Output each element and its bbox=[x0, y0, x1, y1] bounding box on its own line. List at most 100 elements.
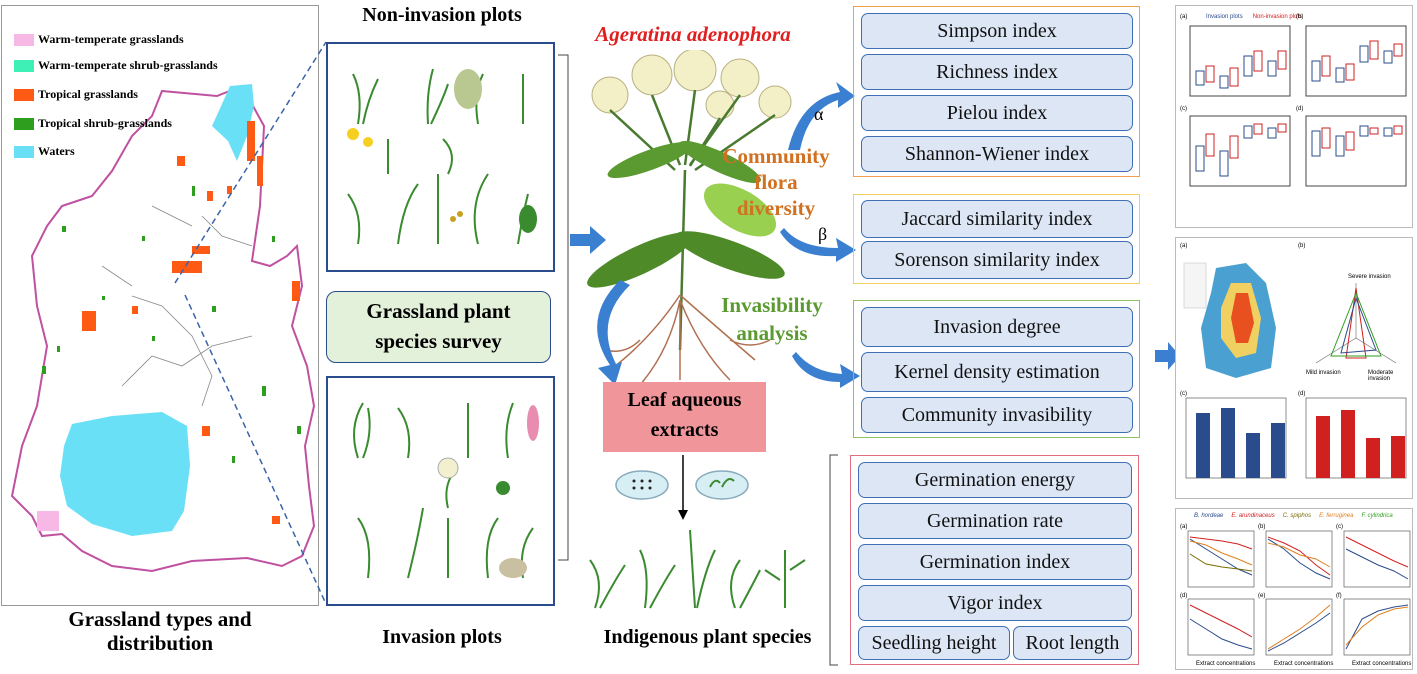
panel-label: (a) bbox=[1180, 524, 1188, 530]
legend-item: Tropical grasslands bbox=[14, 87, 138, 102]
map-panel: Warm-temperate grasslands Warm-temperate… bbox=[1, 5, 319, 606]
legend-swatch bbox=[14, 145, 34, 158]
index-label: Sorenson similarity index bbox=[894, 248, 1100, 271]
kernel-density-box: Kernel density estimation bbox=[861, 352, 1133, 392]
alpha-group bbox=[853, 6, 1140, 177]
panel-label: (b) bbox=[1258, 524, 1266, 530]
richness-index-box: Richness index bbox=[861, 54, 1133, 90]
index-label: Germination energy bbox=[914, 468, 1076, 491]
boxplot-figure: Invasion plots Non-invasion plots (a) (b… bbox=[1175, 5, 1413, 228]
non-invasion-title: Non-invasion plots bbox=[362, 4, 522, 26]
index-label: Vigor index bbox=[947, 591, 1043, 614]
legend-item: Warm-temperate shrub-grasslands bbox=[14, 58, 218, 73]
panel-label: (d) bbox=[1180, 593, 1188, 599]
water-north bbox=[212, 84, 254, 161]
petri-dish-icons bbox=[615, 470, 749, 500]
survey-label-line: Grassland plant bbox=[366, 299, 511, 323]
sorenson-index-box: Sorenson similarity index bbox=[861, 241, 1133, 279]
arrow-right-icon bbox=[570, 226, 606, 254]
germination-rate-box: Germination rate bbox=[858, 503, 1132, 539]
legend-label: Tropical grasslands bbox=[38, 87, 138, 101]
flora-label-line: Community bbox=[722, 144, 830, 168]
invas-label-line: analysis bbox=[736, 321, 808, 345]
radar-axis-label: Moderate invasion bbox=[1368, 370, 1394, 382]
index-label: Community invasibility bbox=[901, 403, 1093, 426]
index-label: Kernel density estimation bbox=[894, 360, 1100, 383]
panel-label: (c) bbox=[1180, 391, 1187, 397]
survey-box bbox=[326, 291, 551, 363]
non-invasion-plot-box bbox=[326, 42, 555, 272]
index-label: Simpson index bbox=[937, 19, 1057, 42]
legend-label: Waters bbox=[38, 144, 75, 158]
panel-label: (f) bbox=[1336, 593, 1342, 599]
germination-legend: B. hordeae E. arundinaceus C. spiphos E.… bbox=[1194, 513, 1393, 519]
germination-figure: B. hordeae E. arundinaceus C. spiphos E.… bbox=[1175, 508, 1413, 670]
panel-label: (d) bbox=[1296, 106, 1304, 112]
panel-label: (a) bbox=[1180, 243, 1188, 249]
legend-label: Tropical shrub-grasslands bbox=[38, 116, 172, 130]
invasion-degree-box: Invasion degree bbox=[861, 307, 1133, 347]
indigenous-title: Indigenous plant species bbox=[603, 626, 812, 648]
legend-item: Warm-temperate grasslands bbox=[14, 32, 184, 47]
map-caption: Grassland types and distribution bbox=[40, 607, 280, 655]
grassland-map bbox=[10, 84, 316, 573]
survey-label-line: species survey bbox=[375, 329, 502, 353]
legend-label: Warm-temperate shrub-grasslands bbox=[38, 58, 218, 72]
leaf-extract-box bbox=[603, 382, 766, 452]
survey-label: Grassland plant species survey bbox=[326, 296, 551, 356]
legend-swatch bbox=[14, 33, 34, 46]
panel-label: (c) bbox=[1180, 106, 1187, 112]
legend-item: Tropical shrub-grasslands bbox=[14, 116, 172, 131]
legend-swatch bbox=[14, 117, 34, 130]
map-caption-line: Grassland types and bbox=[68, 607, 252, 631]
panel-label: (b) bbox=[1298, 243, 1306, 249]
panel-label: (a) bbox=[1180, 14, 1188, 20]
kernel-density-figure: (a) (b) (c) (d) Severe invasion Mild inv… bbox=[1175, 237, 1413, 499]
invas-label-line: Invasibility bbox=[721, 293, 823, 317]
index-label: Richness index bbox=[936, 60, 1058, 83]
shannon-index-box: Shannon-Wiener index bbox=[861, 136, 1133, 172]
legend-label: F. cylindrica bbox=[1361, 513, 1393, 519]
x-axis-label: Extract concentrations bbox=[1352, 661, 1412, 667]
legend-label: Invasion plots bbox=[1206, 14, 1243, 20]
leaf-label-line: extracts bbox=[650, 419, 719, 441]
germination-line-panels bbox=[1187, 530, 1411, 656]
radar-axis-label: Severe invasion bbox=[1348, 274, 1391, 280]
legend-label: E. ferruginea bbox=[1319, 513, 1354, 519]
legend-label: C. spiphos bbox=[1282, 513, 1312, 519]
species-title: Ageratina adenophora bbox=[595, 22, 791, 46]
index-label: Shannon-Wiener index bbox=[904, 142, 1090, 165]
radar-axis-label: Mild invasion bbox=[1306, 370, 1341, 376]
seedling-height-box: Seedling height bbox=[858, 626, 1010, 660]
plant-illustration bbox=[353, 402, 539, 579]
panel-label: (d) bbox=[1298, 391, 1306, 397]
ageratina-illustration bbox=[587, 50, 792, 386]
germination-index-box: Germination index bbox=[858, 544, 1132, 580]
x-axis-label: Extract concentrations bbox=[1196, 661, 1256, 667]
index-label: Germination rate bbox=[926, 509, 1064, 532]
flora-diversity-label: Community flora diversity bbox=[716, 143, 836, 221]
invasibility-label: Invasibility analysis bbox=[712, 291, 832, 347]
panel-label: (b) bbox=[1296, 14, 1304, 20]
legend-label: B. hordeae bbox=[1194, 513, 1224, 519]
plant-illustration bbox=[347, 68, 537, 245]
alpha-symbol: α bbox=[814, 104, 824, 124]
invasion-title: Invasion plots bbox=[382, 626, 502, 648]
legend-swatch bbox=[14, 88, 34, 101]
simpson-index-box: Simpson index bbox=[861, 13, 1133, 49]
flora-label-line: flora bbox=[754, 170, 798, 194]
indigenous-plants-illustration bbox=[589, 529, 806, 609]
density-panels bbox=[1183, 262, 1407, 479]
legend-label: E. arundinaceus bbox=[1231, 513, 1275, 519]
community-invasibility-box: Community invasibility bbox=[861, 397, 1133, 433]
legend-swatch bbox=[14, 59, 34, 72]
flora-label-line: diversity bbox=[736, 196, 816, 220]
index-label: Jaccard similarity index bbox=[901, 207, 1093, 230]
legend-label: Non-invasion plots bbox=[1252, 14, 1303, 20]
legend-item: Waters bbox=[14, 144, 75, 159]
x-axis-label: Extract concentrations bbox=[1274, 661, 1334, 667]
jaccard-index-box: Jaccard similarity index bbox=[861, 200, 1133, 238]
index-label: Seedling height bbox=[871, 631, 997, 654]
